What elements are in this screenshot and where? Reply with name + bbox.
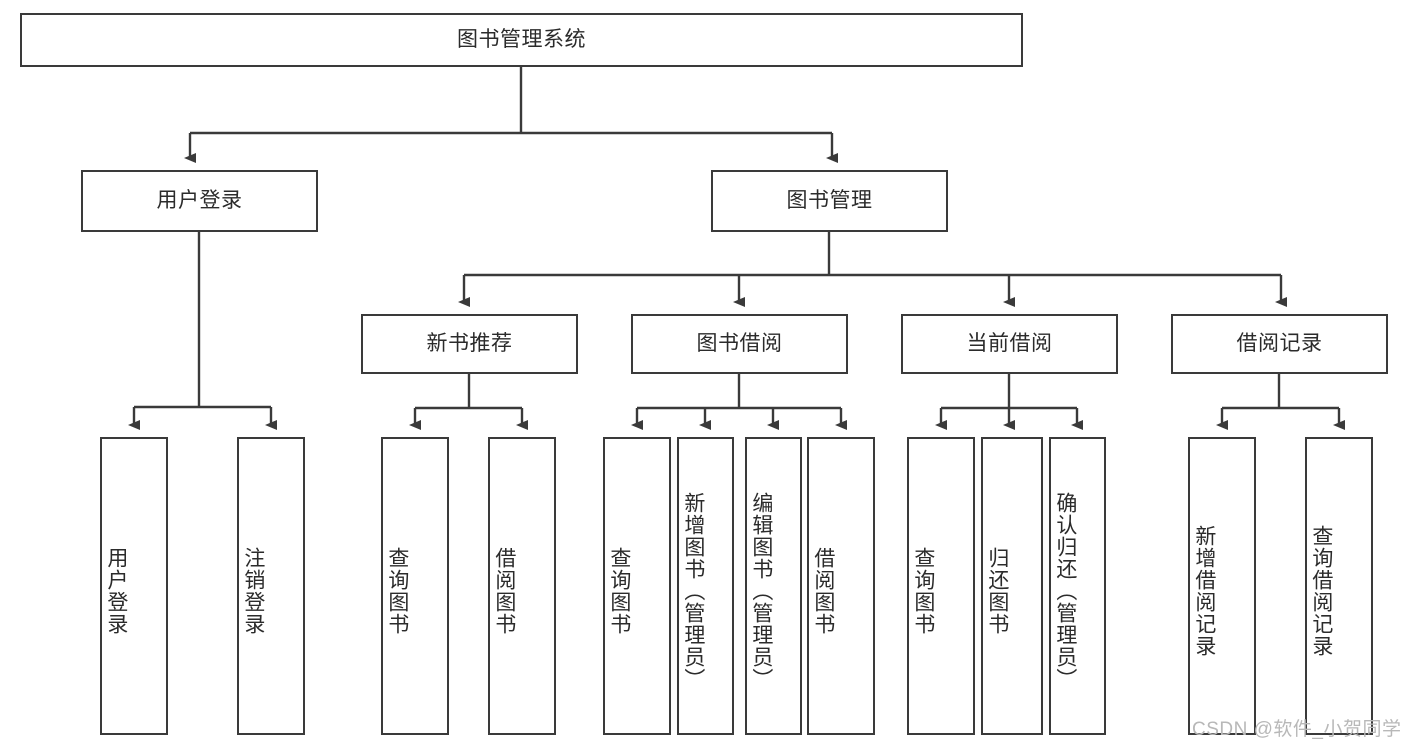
node-borrow-record[interactable]: 借阅记录: [1171, 314, 1388, 374]
node-book-management[interactable]: 图书管理: [711, 170, 948, 232]
node-label: 注销登录: [241, 547, 265, 635]
node-root-book-management-system[interactable]: 图书管理系统: [20, 13, 1023, 67]
node-label: 新增图书（管理员）: [681, 492, 705, 690]
node-label: 借阅图书: [492, 547, 516, 635]
node-leaf-query-book-borrow[interactable]: 查询图书: [603, 437, 671, 735]
node-leaf-borrow-book[interactable]: 借阅图书: [807, 437, 875, 735]
node-leaf-query-book-recommend[interactable]: 查询图书: [381, 437, 449, 735]
node-label: 查询图书: [385, 547, 409, 635]
node-label: 借阅记录: [1236, 331, 1323, 355]
node-label: 用户登录: [104, 547, 128, 635]
node-leaf-edit-book-admin[interactable]: 编辑图书（管理员）: [745, 437, 802, 735]
node-label: 图书管理: [786, 188, 873, 212]
node-leaf-logout[interactable]: 注销登录: [237, 437, 305, 735]
node-label: 确认归还（管理员）: [1053, 492, 1077, 690]
node-current-borrow[interactable]: 当前借阅: [901, 314, 1118, 374]
node-leaf-user-login[interactable]: 用户登录: [100, 437, 168, 735]
node-label: 用户登录: [156, 188, 243, 212]
node-label: 查询借阅记录: [1309, 525, 1333, 657]
node-leaf-add-book-admin[interactable]: 新增图书（管理员）: [677, 437, 734, 735]
node-new-book-recommend[interactable]: 新书推荐: [361, 314, 578, 374]
node-label: 查询图书: [607, 547, 631, 635]
node-leaf-confirm-return-admin[interactable]: 确认归还（管理员）: [1049, 437, 1106, 735]
node-label: 图书管理系统: [457, 27, 586, 51]
node-label: 借阅图书: [811, 547, 835, 635]
node-leaf-borrow-book-recommend[interactable]: 借阅图书: [488, 437, 556, 735]
node-label: 当前借阅: [966, 331, 1053, 355]
node-leaf-query-book-current[interactable]: 查询图书: [907, 437, 975, 735]
node-leaf-return-book[interactable]: 归还图书: [981, 437, 1043, 735]
node-leaf-query-borrow-record[interactable]: 查询借阅记录: [1305, 437, 1373, 735]
node-label: 新增借阅记录: [1192, 525, 1216, 657]
node-book-borrow[interactable]: 图书借阅: [631, 314, 848, 374]
node-user-login[interactable]: 用户登录: [81, 170, 318, 232]
node-label: 图书借阅: [696, 331, 783, 355]
node-label: 查询图书: [911, 547, 935, 635]
node-label: 新书推荐: [426, 331, 513, 355]
node-label: 归还图书: [985, 547, 1009, 635]
watermark-csdn: CSDN @软件_小贺同学: [1192, 719, 1402, 740]
node-leaf-add-borrow-record[interactable]: 新增借阅记录: [1188, 437, 1256, 735]
node-label: 编辑图书（管理员）: [749, 492, 773, 690]
